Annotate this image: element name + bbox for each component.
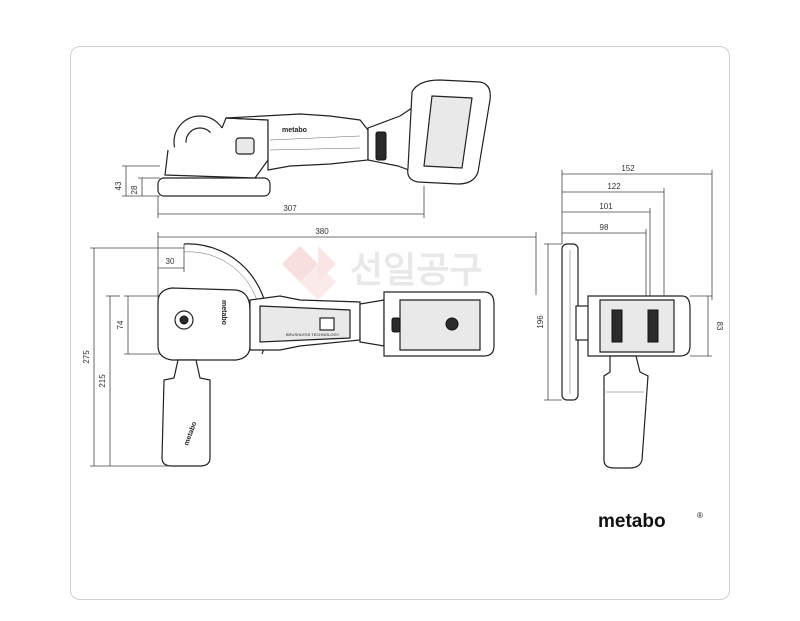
dim-side-275: 275	[82, 350, 91, 364]
side-view: metabo BRUSHLESS TECHNOLOGY metabo 380 3…	[82, 227, 537, 467]
dim-top-43: 43	[114, 181, 123, 190]
side-view-battery-ribs	[399, 299, 481, 351]
side-view-motor-label: BRUSHLESS TECHNOLOGY	[286, 332, 340, 337]
dim-front-83: 83	[715, 322, 724, 331]
brand-logo-text: metabo	[598, 511, 666, 532]
dim-side-74: 74	[116, 320, 125, 329]
dim-front-101: 101	[599, 202, 613, 211]
side-view-gear-head	[157, 287, 251, 361]
front-view-motor-vents	[599, 299, 675, 353]
metabo-logo: metabo ®	[598, 511, 703, 532]
dim-side-215: 215	[98, 374, 107, 388]
dim-front-98: 98	[600, 223, 609, 232]
side-view-battery-release-icon	[391, 317, 401, 333]
side-view-motor-panel	[259, 305, 351, 343]
side-view-switch-icon	[319, 317, 335, 331]
watermark-text: 선일공구	[350, 250, 482, 291]
watermark-logo-icon	[282, 246, 336, 300]
front-view: 152 122 101 98 196 83	[536, 164, 724, 469]
side-view-brand-label: metabo	[220, 300, 227, 325]
dim-top-307: 307	[283, 204, 297, 213]
front-view-aux-handle	[603, 355, 649, 469]
watermark: 선일공구	[282, 246, 482, 300]
top-view-brand-label: metabo	[282, 127, 307, 134]
top-view-battery-grip	[423, 95, 473, 169]
front-view-vent-icon-2	[647, 309, 659, 343]
side-view-handle-neck	[359, 299, 385, 347]
top-view-disc-plate	[157, 177, 271, 197]
dim-side-30: 30	[166, 257, 175, 266]
side-view-aux-handle	[161, 359, 211, 467]
brand-registered-mark: ®	[697, 511, 703, 520]
dim-side-380: 380	[315, 227, 329, 236]
top-view-handle-neck	[367, 106, 415, 173]
dim-front-196: 196	[536, 315, 545, 329]
dim-top-28: 28	[130, 185, 139, 194]
top-view-vent-icon	[375, 131, 387, 161]
top-view-switch-icon	[235, 137, 255, 155]
dim-front-152: 152	[621, 164, 635, 173]
dim-front-122: 122	[607, 182, 621, 191]
side-view-battery-gauge-icon	[445, 317, 459, 331]
front-view-vent-icon	[611, 309, 623, 343]
top-view: metabo 43 28 307	[114, 79, 491, 218]
